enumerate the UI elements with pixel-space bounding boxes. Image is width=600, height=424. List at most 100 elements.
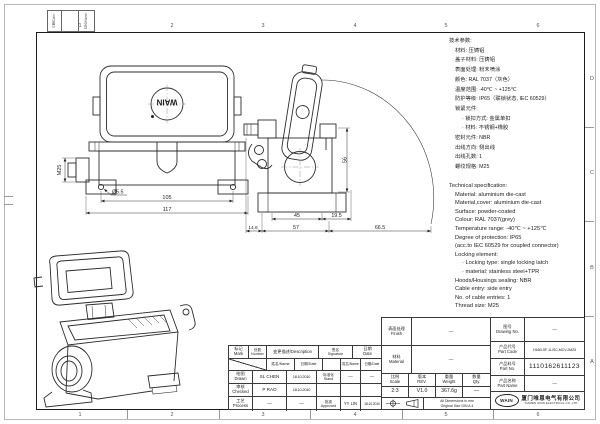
projection-symbols (382, 398, 424, 409)
spec-line: 螺纹规格: M25 (455, 164, 490, 171)
subheader-date: 日期/Date (295, 359, 323, 371)
zone-tick (493, 410, 494, 419)
spec-line: 密封元件: NBR (455, 135, 491, 142)
empty-cell (341, 384, 361, 397)
drawn-date: 18.10.2010 (287, 371, 317, 384)
first-angle-projection-icon (386, 399, 400, 408)
zone-tick (219, 410, 220, 419)
centering-mark (4, 196, 13, 197)
spec-line: Cable entry: side entry (455, 286, 512, 293)
material-value: — (412, 346, 490, 374)
partno-value: 1110162611123 (525, 359, 584, 376)
spec-line: Degree of protection: IP65 (455, 234, 522, 241)
approved-name: YY LIN (341, 397, 361, 411)
empty-cell (323, 359, 341, 371)
empty-cell (317, 384, 341, 397)
zone-number-top: 6 (536, 23, 540, 29)
process-name: — (253, 397, 287, 411)
spec-line: No. of cable entries: 1 (455, 294, 511, 301)
spec-line: 材料: 压铸铝 (455, 47, 485, 54)
partcode-value: H16B-SF-1L/SC-MCV-2M25 (525, 342, 584, 359)
corner-strip-cell: 日期/Date (48, 11, 63, 31)
spec-line: Locking element: (455, 251, 498, 258)
zone-tick (585, 221, 594, 222)
finish-value: — (412, 318, 490, 346)
zone-letter: C (590, 170, 594, 176)
corner-strip: 日期/Date 姓名/Name (47, 10, 95, 32)
weight-value: 367.6g (436, 387, 463, 398)
scale-value: 2:3 (382, 387, 409, 398)
spec-line: Surface: powder-coated (455, 208, 516, 215)
zone-letter: B (590, 265, 594, 271)
zone-tick (585, 316, 594, 317)
zone-number-bottom: 5 (444, 412, 448, 418)
subheader-name: 姓名/Name (267, 359, 295, 371)
qty-value: — (463, 387, 490, 398)
spec-line: 颜色: RAL 7037（灰色） (455, 76, 514, 83)
spec-line: 锁紧元件: (455, 105, 478, 112)
subheader-name: 姓名/Name (341, 359, 361, 371)
subheader-date: 日期/Date (361, 359, 383, 371)
zone-number-bottom: 2 (170, 412, 174, 418)
zone-number-bottom: 3 (261, 412, 265, 418)
zone-number-bottom: 1 (78, 412, 82, 418)
corner-strip-cell (62, 11, 79, 31)
zone-tick (585, 127, 594, 128)
zone-number-top: 4 (353, 23, 357, 29)
spec-line: · 材料: 不锈钢+橡胶 (462, 125, 509, 132)
cone-projection-icon (406, 399, 419, 408)
spec-line: 温度范围: -40℃ ~ +125℃ (455, 86, 517, 93)
wain-logo: WAIN (494, 394, 519, 407)
spec-line: 出线孔数: 1 (455, 154, 483, 161)
spec-line: Temperature range: -40℃ ~ +125℃ (455, 225, 547, 232)
spec-line: · Locking type: single locking latch (462, 260, 549, 267)
spec-line: 技术参数: (449, 38, 472, 44)
drawn-name: SL CHEN (253, 371, 287, 384)
zone-number-top: 1 (78, 23, 82, 29)
stand-name: — (341, 371, 361, 384)
centering-mark (4, 204, 13, 205)
sheet-outer-border (4, 4, 596, 420)
spec-line: Material: aluminium die-cast (455, 191, 526, 198)
spec-line: Hoods/Housings sealing: NBR (455, 277, 532, 284)
spec-line: 盖子材料: 压铸铝 (455, 57, 496, 64)
zone-number-top: 3 (261, 23, 265, 29)
zone-tick (127, 410, 128, 419)
checked-date: 18.10.2010 (287, 384, 317, 397)
spec-line: (acc.to IEC 60529 for coupled connector) (455, 243, 559, 250)
header-description: 变更描述/Description (267, 346, 319, 359)
stand-date: — (361, 371, 383, 384)
zone-letter: D (590, 76, 594, 82)
process-date: — (287, 397, 317, 411)
spec-line: Technical specification: (449, 183, 508, 189)
rev-value: V1.0 (409, 387, 436, 398)
spec-line: 表面处理: 粉末喷涂 (455, 67, 501, 74)
dimensions-note: All Dimensions in mm Original Size DIN A… (440, 399, 474, 408)
spec-line: Material,cover: aluminium die-cast (455, 200, 542, 207)
zone-number-bottom: 6 (536, 412, 540, 418)
spec-line: 出线方向: 侧出线 (455, 144, 496, 151)
spec-line: · material: stainless steel+TPR (462, 268, 540, 275)
partname-value: — (525, 376, 584, 392)
zone-number-top: 2 (170, 23, 174, 29)
checked-name: P RAO (253, 384, 287, 397)
zone-tick (310, 410, 311, 419)
zone-tick (402, 410, 403, 419)
